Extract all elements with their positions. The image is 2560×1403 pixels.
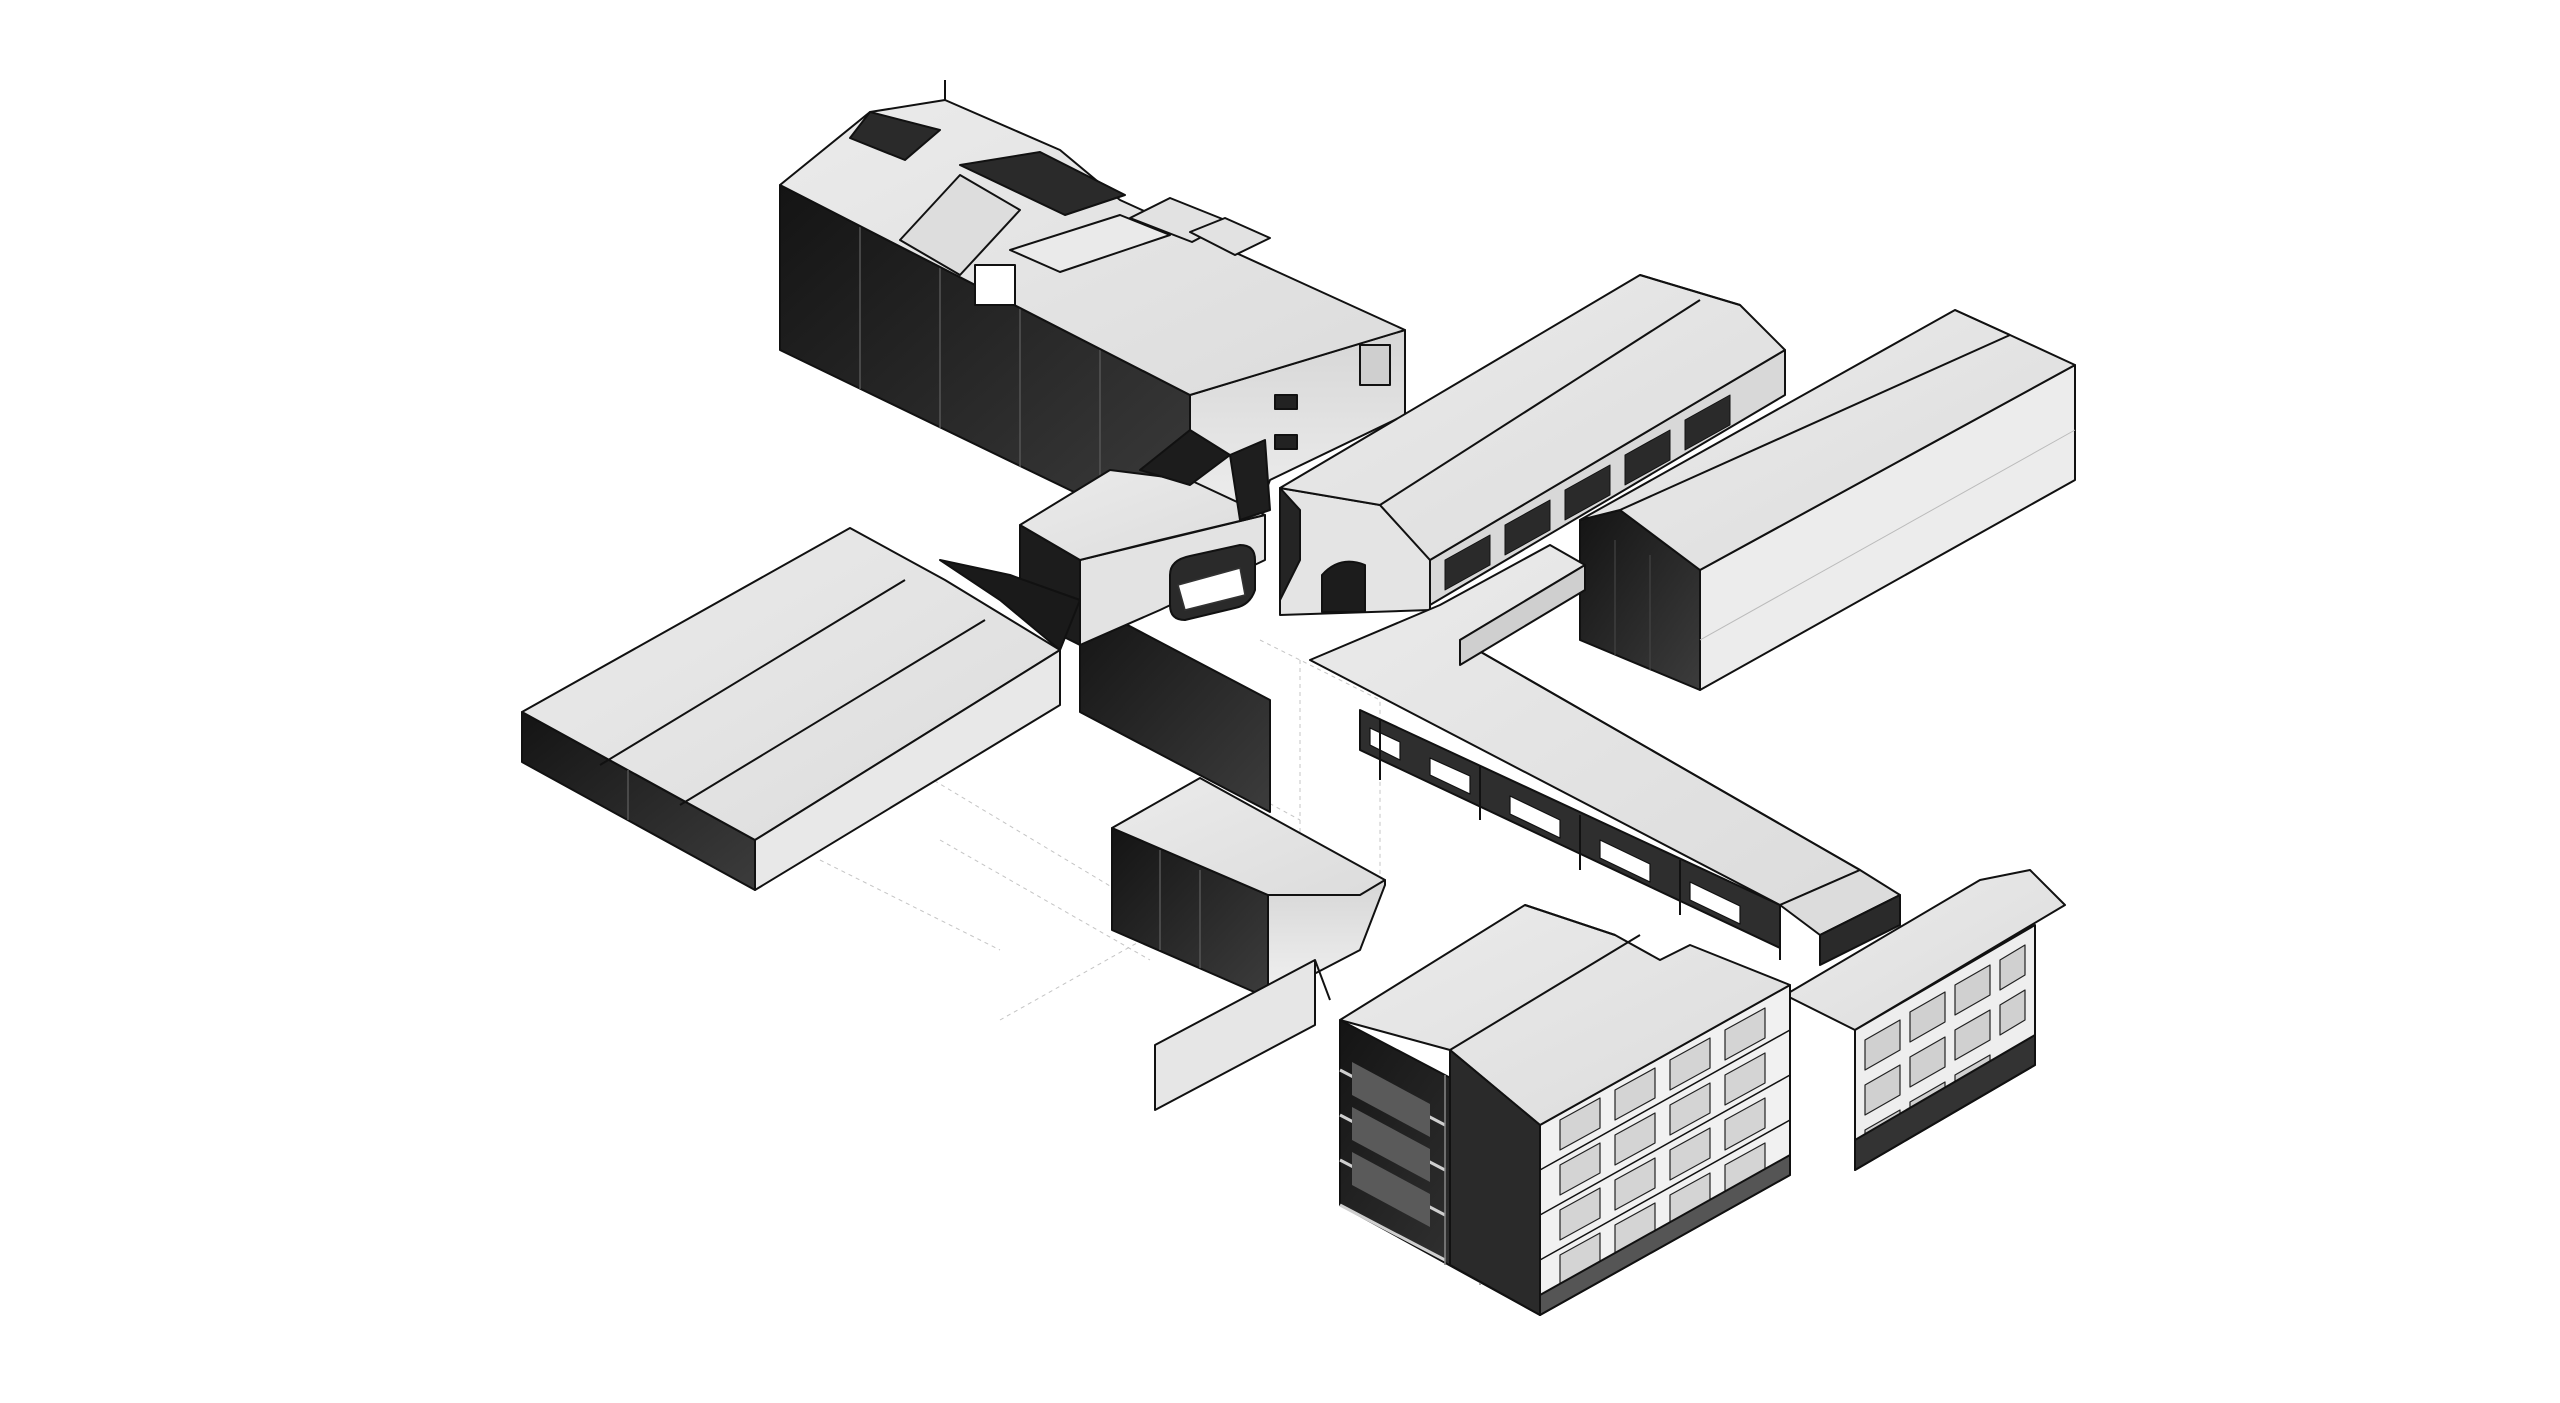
building-connector-block bbox=[1019, 429, 1271, 813]
building-hall-north-middle bbox=[1279, 274, 1786, 616]
building-apartment-block-southeast bbox=[1339, 869, 2066, 1316]
building-tall-block-northwest bbox=[779, 80, 1406, 549]
building-hall-north-east bbox=[1579, 309, 2076, 691]
building-long-wing-center bbox=[1309, 544, 1861, 960]
building-hall-west bbox=[521, 527, 1081, 891]
building-shed-south bbox=[1111, 777, 1386, 1111]
